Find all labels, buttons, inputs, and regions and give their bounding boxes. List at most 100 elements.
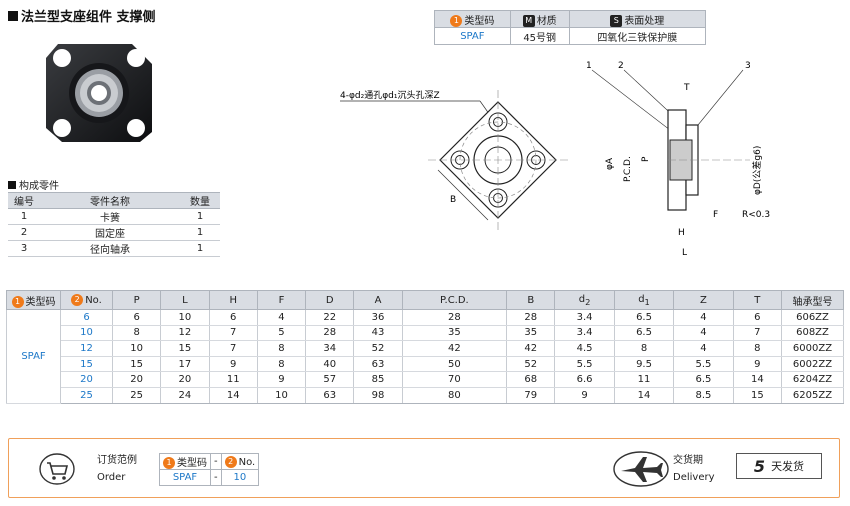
dim-l: L bbox=[682, 248, 687, 258]
delivery-days-box: 5 天发货 bbox=[736, 453, 822, 479]
header-h: H bbox=[208, 290, 258, 310]
badge-2-icon: 2 bbox=[224, 455, 237, 468]
value-cell: 42 bbox=[401, 340, 508, 357]
spec-surface-value: 四氧化三铁保护膜 bbox=[568, 27, 707, 45]
value-cell: 28 bbox=[401, 309, 508, 326]
value-cell: 57 bbox=[305, 371, 355, 388]
no-cell: 15 bbox=[60, 356, 113, 373]
value-cell: 42 bbox=[506, 340, 556, 357]
value-cell: 6 bbox=[111, 309, 162, 326]
value-cell: 5 bbox=[256, 325, 307, 342]
value-cell: 14 bbox=[613, 387, 675, 404]
value-cell: 85 bbox=[353, 371, 403, 388]
delivery-label-cn: 交货期 bbox=[673, 455, 703, 466]
value-cell: 9 bbox=[554, 387, 615, 404]
value-cell: 9.5 bbox=[613, 356, 675, 373]
value-cell: 6204ZZ bbox=[781, 371, 844, 388]
value-cell: 7 bbox=[732, 325, 783, 342]
value-cell: 17 bbox=[160, 356, 210, 373]
title-square-icon bbox=[8, 10, 18, 21]
value-cell: 28 bbox=[305, 325, 355, 342]
dim-f: F bbox=[713, 210, 718, 220]
value-cell: 68 bbox=[506, 371, 556, 388]
badge-1-icon: 1 bbox=[163, 457, 175, 469]
value-cell: 10 bbox=[256, 387, 307, 404]
no-cell: 6 bbox=[60, 309, 113, 326]
hole-note: 4-φd₂通孔φd₁沉头孔深Z bbox=[340, 90, 440, 101]
value-cell: 6.5 bbox=[613, 309, 675, 326]
header-bearing: 轴承型号 bbox=[781, 290, 844, 310]
value-cell: 28 bbox=[506, 309, 556, 326]
side-section-view: 1 2 3 T φA P.C.D. P φD(公差g6) F R<0.3 H L bbox=[586, 61, 770, 258]
dim-b: B bbox=[450, 195, 456, 205]
value-cell: 36 bbox=[353, 309, 403, 326]
value-cell: 4 bbox=[673, 309, 734, 326]
value-cell: 52 bbox=[506, 356, 556, 373]
value-cell: 12 bbox=[160, 325, 210, 342]
no-cell: 12 bbox=[60, 340, 113, 357]
value-cell: 8 bbox=[111, 325, 162, 342]
badge-2-icon: 2 bbox=[71, 294, 84, 306]
badge-1-icon: 1 bbox=[450, 14, 463, 27]
value-cell: 8 bbox=[732, 340, 783, 357]
value-cell: 4.5 bbox=[554, 340, 615, 357]
value-cell: 15 bbox=[732, 387, 783, 404]
dim-pcd: P.C.D. bbox=[623, 156, 633, 182]
callout-2: 2 bbox=[618, 61, 624, 71]
value-cell: 8.5 bbox=[673, 387, 734, 404]
value-cell: 34 bbox=[305, 340, 355, 357]
order-no-value: 10 bbox=[220, 469, 260, 486]
value-cell: 79 bbox=[506, 387, 556, 404]
dim-r: R<0.3 bbox=[742, 210, 770, 220]
value-cell: 6002ZZ bbox=[781, 356, 844, 373]
value-cell: 6.6 bbox=[554, 371, 615, 388]
value-cell: 9 bbox=[732, 356, 783, 373]
value-cell: 8 bbox=[256, 340, 307, 357]
value-cell: 10 bbox=[111, 340, 162, 357]
value-cell: 11 bbox=[613, 371, 675, 388]
value-cell: 25 bbox=[111, 387, 162, 404]
type-cell: SPAF bbox=[6, 309, 61, 404]
delivery-days-number: 5 bbox=[753, 456, 766, 476]
value-cell: 5.5 bbox=[673, 356, 734, 373]
value-cell: 98 bbox=[353, 387, 403, 404]
spec-material-value: 45号钢 bbox=[509, 27, 570, 45]
value-cell: 6.5 bbox=[613, 325, 675, 342]
value-cell: 6205ZZ bbox=[781, 387, 844, 404]
value-cell: 80 bbox=[401, 387, 508, 404]
value-cell: 6 bbox=[208, 309, 258, 326]
value-cell: 8 bbox=[613, 340, 675, 357]
value-cell: 20 bbox=[160, 371, 210, 388]
parts-header-name: 零件名称 bbox=[40, 192, 180, 209]
callout-1: 1 bbox=[586, 61, 592, 71]
value-cell: 40 bbox=[305, 356, 355, 373]
value-cell: 70 bbox=[401, 371, 508, 388]
airplane-icon bbox=[613, 451, 669, 487]
value-cell: 9 bbox=[256, 371, 307, 388]
value-cell: 22 bbox=[305, 309, 355, 326]
dim-phia: φA bbox=[605, 157, 615, 170]
header-z: Z bbox=[673, 290, 734, 310]
value-cell: 608ZZ bbox=[781, 325, 844, 342]
delivery-label-en: Delivery bbox=[673, 472, 715, 483]
parts-header-qty: 数量 bbox=[180, 192, 220, 209]
delivery-days-text: 天发货 bbox=[771, 460, 805, 473]
value-cell: 20 bbox=[111, 371, 162, 388]
no-cell: 25 bbox=[60, 387, 113, 404]
title-text: 法兰型支座组件 支撑侧 bbox=[21, 10, 156, 25]
value-cell: 4 bbox=[256, 309, 307, 326]
order-type-value: SPAF bbox=[159, 469, 211, 486]
value-cell: 63 bbox=[353, 356, 403, 373]
value-cell: 6 bbox=[732, 309, 783, 326]
callout-3: 3 bbox=[745, 61, 751, 71]
dim-h: H bbox=[678, 228, 685, 238]
